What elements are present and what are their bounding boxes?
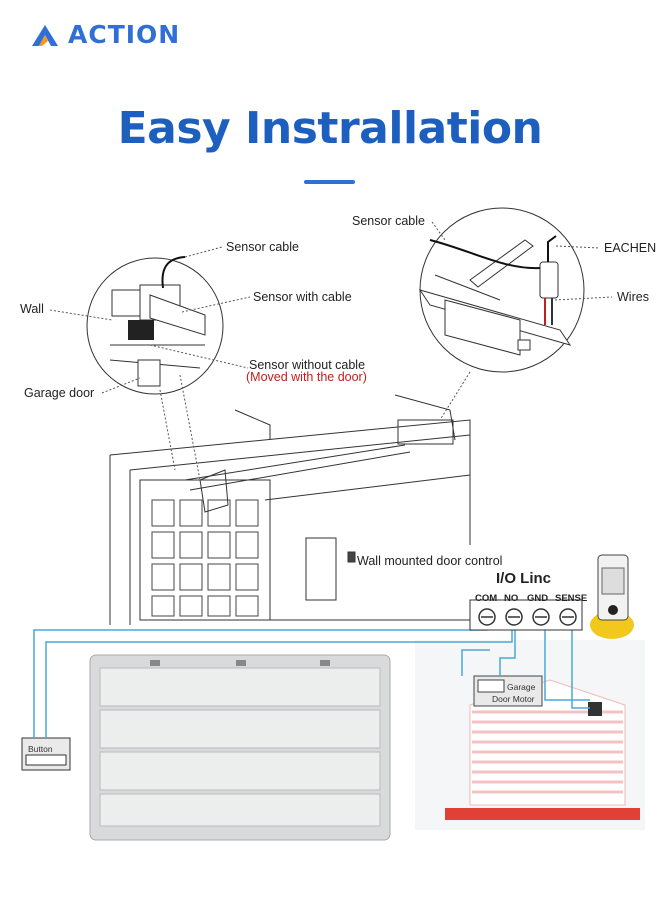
terminal-gnd: GND: [527, 593, 549, 604]
wiring-section: [21, 554, 645, 841]
terminal-com: COM: [475, 593, 498, 604]
wires-label: Wires: [617, 290, 649, 304]
io-linc-title: I/O Linc: [496, 570, 552, 587]
right-detail-circle: [418, 207, 585, 373]
terminal-sense: SENSE: [555, 593, 588, 604]
logo-triangle-icon: [32, 24, 58, 46]
left-detail-circle: [86, 256, 224, 395]
eachen-label: EACHEN: [604, 241, 657, 255]
sensor-cable-label-left: Sensor cable: [226, 240, 299, 254]
sensor-with-cable-label: Sensor with cable: [253, 290, 352, 304]
sensor-cable-label-right: Sensor cable: [352, 214, 425, 228]
leader-lines: [49, 221, 613, 481]
moved-with-door-label: (Moved with the door): [246, 370, 367, 384]
wall-control-label: Wall mounted door control: [357, 554, 503, 568]
sensor-without-cable-label: Sensor without cable: [249, 358, 366, 372]
button-icon: Button: [28, 744, 53, 754]
motor-label-line1: Garage: [507, 682, 536, 692]
garage-door-label: Garage door: [24, 386, 95, 400]
wall-label: Wall: [20, 302, 44, 316]
terminal-no: NO: [504, 593, 519, 604]
brand-logo: ACTION: [28, 20, 180, 49]
title-underline: [304, 180, 355, 184]
garage-illustration: [109, 394, 471, 625]
motor-label-line2: Door Motor: [492, 694, 535, 704]
sensor-device-icon: [590, 554, 634, 639]
brand-name: ACTION: [68, 20, 181, 49]
page-title: Easy Instrallation: [117, 103, 543, 154]
screw-terminal-icon: [478, 608, 577, 626]
